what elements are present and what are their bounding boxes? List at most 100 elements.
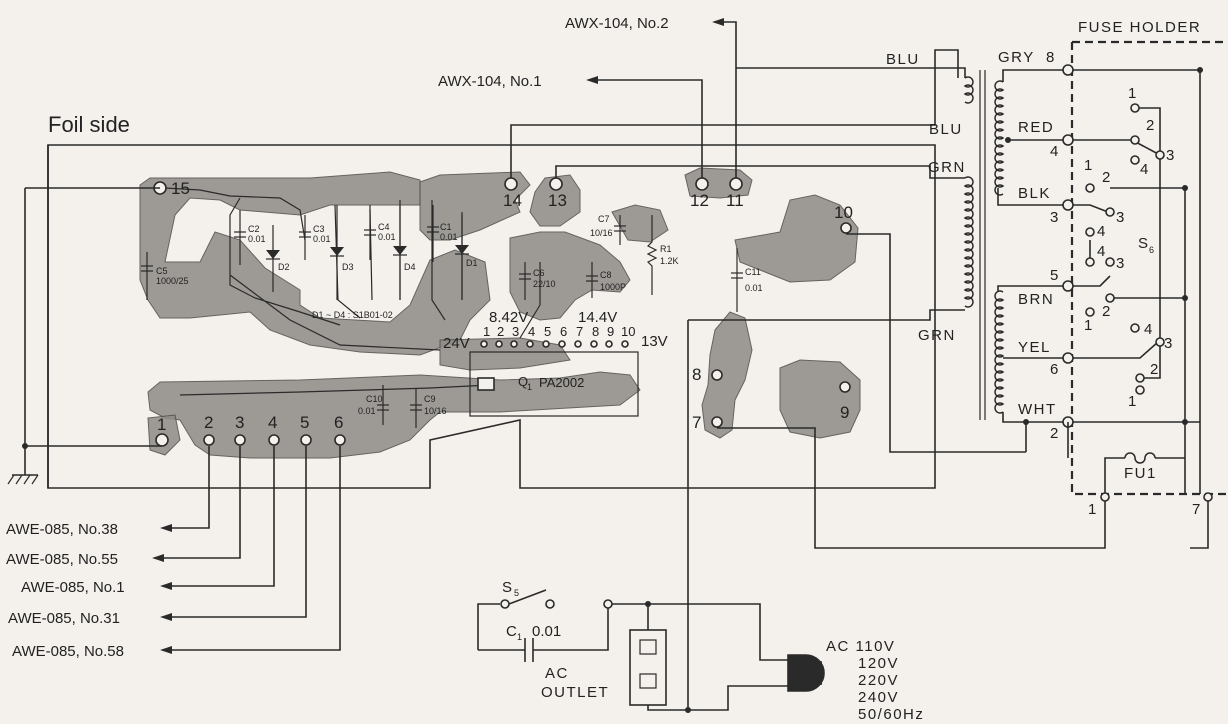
svg-text:2: 2 xyxy=(1146,117,1154,134)
ic-pin-10: 10 xyxy=(621,324,635,339)
ic-pin-4: 4 xyxy=(528,324,535,339)
awe-label-1: AWE-085, No.1 xyxy=(21,579,125,596)
awx-leads xyxy=(586,18,737,178)
c5-value: 1000/25 xyxy=(156,276,189,286)
voltage-24: 24V xyxy=(443,335,470,352)
r1-ref: R1 xyxy=(660,244,672,254)
pcb-board xyxy=(47,144,936,489)
pad-1 xyxy=(155,433,169,447)
c1-value: 0.01 xyxy=(440,232,458,242)
ic-pin-1: 1 xyxy=(483,324,490,339)
awx-label-2: AWX-104, No.2 xyxy=(565,15,669,32)
tap-yel: YEL xyxy=(1018,339,1051,356)
tap-yel-num: 6 xyxy=(1050,361,1058,378)
d4-ref: D4 xyxy=(404,262,416,272)
fuse-label: FU1 xyxy=(1124,465,1157,482)
terminal-13: 13 xyxy=(548,191,567,210)
terminal-11: 11 xyxy=(726,191,744,210)
fuse-holder-label: FUSE HOLDER xyxy=(1078,19,1201,36)
voltage-8-42: 8.42V xyxy=(489,309,528,326)
ic-label-sub: 1 xyxy=(527,382,532,392)
switch-s6-label: S xyxy=(1138,235,1148,252)
ac-voltage-3: 220V xyxy=(858,672,899,689)
ic-label: Q xyxy=(518,374,528,389)
c2-value: 0.01 xyxy=(248,234,266,244)
tap-blk: BLK xyxy=(1018,185,1051,202)
svg-text:1: 1 xyxy=(1128,393,1136,410)
c3-value: 0.01 xyxy=(313,234,331,244)
ic-pin-2: 2 xyxy=(497,324,504,339)
c11-ref: C11 xyxy=(745,267,761,277)
fuse-holder-box xyxy=(1070,40,1226,496)
c8-ref: C8 xyxy=(600,270,612,280)
ac-voltage-2: 120V xyxy=(858,655,899,672)
tap-red-num: 4 xyxy=(1050,143,1058,160)
ac-voltage-4: 240V xyxy=(858,689,899,706)
pad-7 xyxy=(711,416,723,428)
tap-gry: GRY xyxy=(998,49,1035,66)
svg-text:4: 4 xyxy=(1097,243,1105,260)
svg-text:4: 4 xyxy=(1097,223,1105,240)
svg-text:4: 4 xyxy=(1140,161,1148,178)
svg-text:1: 1 xyxy=(1084,157,1092,174)
d2-ref: D2 xyxy=(278,262,290,272)
ic-part: PA2002 xyxy=(539,375,584,390)
c5-ref: C5 xyxy=(156,266,168,276)
tap-gry-num: 8 xyxy=(1046,49,1054,66)
tap-brn-num: 5 xyxy=(1050,267,1058,284)
c4-value: 0.01 xyxy=(378,232,396,242)
ic-q1: Q 1 PA2002 xyxy=(469,351,639,417)
svg-text:3: 3 xyxy=(1116,255,1124,272)
c6-value: 22/10 xyxy=(533,279,556,289)
awe-label-58: AWE-085, No.58 xyxy=(12,643,124,660)
voltage-13: 13V xyxy=(641,333,668,350)
terminal-3: 3 xyxy=(235,413,244,432)
power-transformer xyxy=(963,69,1068,452)
terminal-6: 6 xyxy=(334,413,343,432)
c10-value: 0.01 xyxy=(358,406,376,416)
voltage-14-4: 14.4V xyxy=(578,309,617,326)
pad-13 xyxy=(549,177,563,191)
ic-pin-6: 6 xyxy=(560,324,567,339)
wire-blu-2: BLU xyxy=(929,121,963,138)
c2-ref: C2 xyxy=(248,224,260,234)
mains-circuit xyxy=(477,589,825,713)
terminal-labels: 15 14 13 12 11 10 9 8 7 1 2 3 4 5 6 xyxy=(157,179,853,434)
awe-label-31: AWE-085, No.31 xyxy=(8,610,120,627)
c7-ref: C7 xyxy=(598,214,610,224)
fuse-pin-7: 7 xyxy=(1192,501,1200,518)
outlet-label-1: AC xyxy=(545,665,569,682)
awx-label-1: AWX-104, No.1 xyxy=(438,73,542,90)
svg-text:1: 1 xyxy=(1084,317,1092,334)
pad-4 xyxy=(268,434,280,446)
terminal-4: 4 xyxy=(268,413,277,432)
wire-grn-1: GRN xyxy=(928,159,966,176)
d1-ref: D1 xyxy=(466,258,478,268)
pad-8 xyxy=(711,369,723,381)
switch-s6-sub: 6 xyxy=(1149,245,1154,255)
ic-pin-7: 7 xyxy=(576,324,583,339)
terminal-5: 5 xyxy=(300,413,309,432)
terminal-10: 10 xyxy=(834,203,853,222)
terminal-14: 14 xyxy=(503,191,522,210)
terminal-1: 1 xyxy=(157,415,166,434)
tap-wht-num: 2 xyxy=(1050,425,1058,442)
c9-value: 10/16 xyxy=(424,406,447,416)
ground-symbol xyxy=(7,187,162,485)
transformer-taps: GRY 8 RED 4 BLK 3 5 BRN YEL 6 WHT 2 xyxy=(998,49,1058,442)
awe-label-55: AWE-085, No.55 xyxy=(6,551,118,568)
c11-value: 0.01 xyxy=(745,283,763,293)
ic-pins: 1 2 3 4 5 6 7 8 9 10 xyxy=(480,324,635,348)
wire-grn-2: GRN xyxy=(918,327,956,344)
tap-wht: WHT xyxy=(1018,401,1057,418)
ic-pin-8: 8 xyxy=(592,324,599,339)
awe-label-38: AWE-085, No.38 xyxy=(6,521,118,538)
pad-5 xyxy=(300,434,312,446)
pad-9 xyxy=(839,381,851,393)
svg-text:3: 3 xyxy=(1116,209,1124,226)
awe-leads xyxy=(152,446,341,654)
terminal-8: 8 xyxy=(692,365,701,384)
r1-value: 1.2K xyxy=(660,256,679,266)
pcb-components: C5 1000/25 C2 0.01 D2 C3 0.01 D3 C4 0.01 xyxy=(141,200,763,428)
